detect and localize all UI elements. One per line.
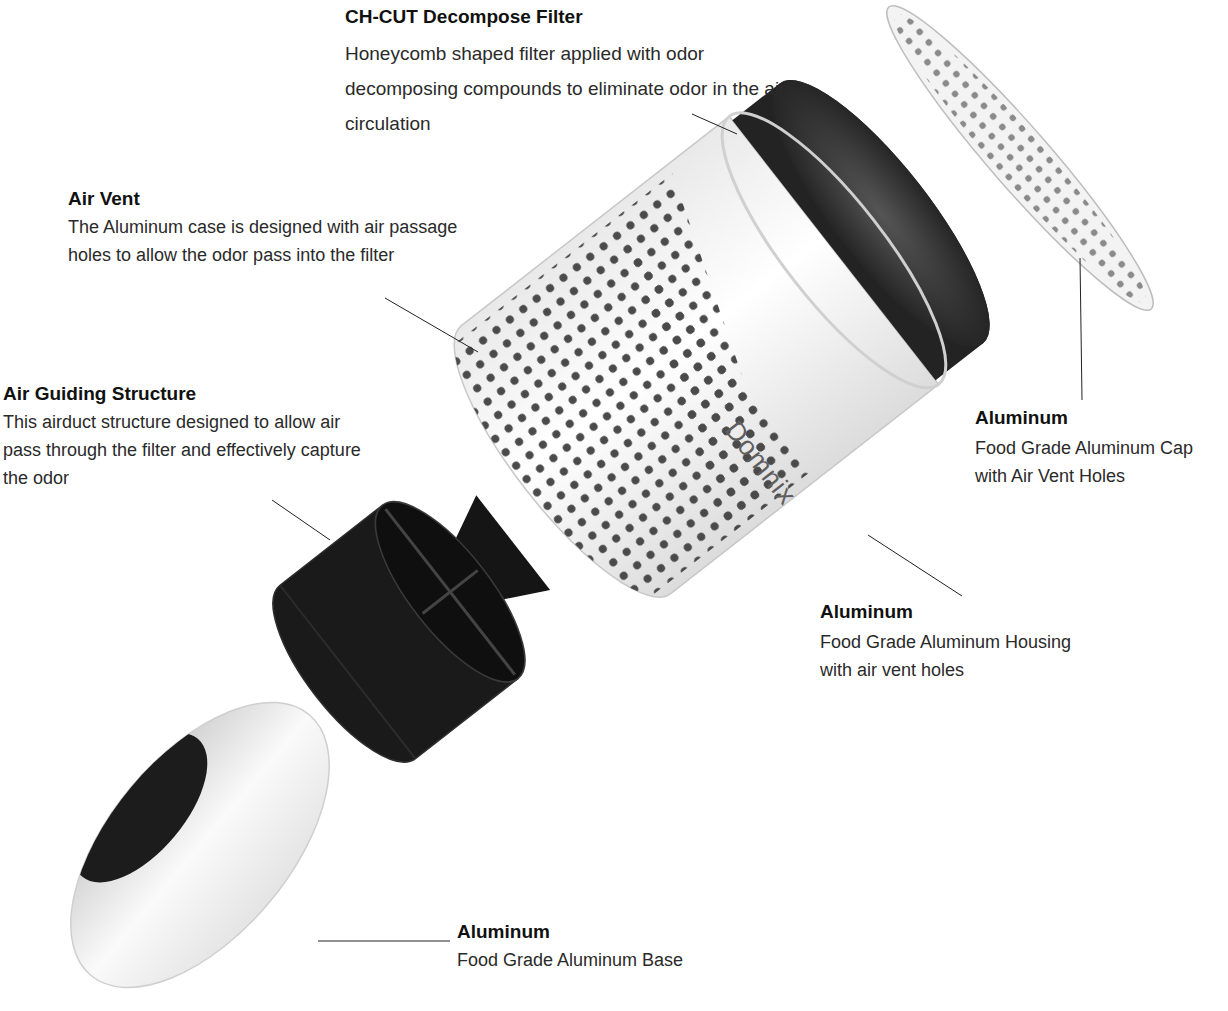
callout-heading: CH-CUT Decompose Filter bbox=[345, 4, 825, 30]
leader-lines bbox=[272, 114, 1082, 941]
callout-text: The Aluminum case is designed with air p… bbox=[68, 213, 478, 269]
part-description: Food Grade Aluminum Cap with Air Vent Ho… bbox=[975, 434, 1220, 490]
part-name: Aluminum bbox=[820, 599, 1060, 625]
part-description: Food Grade Aluminum Base bbox=[457, 946, 777, 974]
part-name: Aluminum bbox=[975, 405, 1215, 431]
aluminum-base bbox=[3, 641, 379, 1011]
callout-heading: Air Vent bbox=[68, 186, 368, 212]
callout-heading: Air Guiding Structure bbox=[3, 381, 363, 407]
part-name: Aluminum bbox=[457, 919, 697, 945]
part-description: Food Grade Aluminum Housing with air ven… bbox=[820, 628, 1095, 684]
callout-text: This airduct structure designed to allow… bbox=[3, 408, 378, 492]
callout-text: Honeycomb shaped filter applied with odo… bbox=[345, 36, 810, 141]
